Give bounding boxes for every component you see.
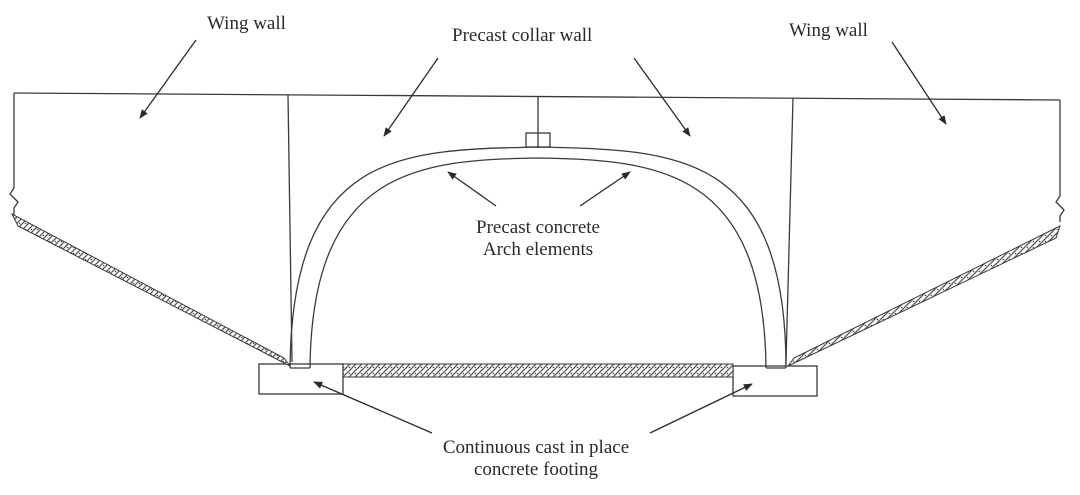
arch-elements-label-line-2: Arch elements	[482, 239, 594, 260]
wing-wall-right-label: Wing wall	[789, 20, 868, 41]
right-collar-joint	[785, 97, 794, 363]
footing-label: Continuous cast in place concrete footin…	[443, 437, 629, 481]
right-footing	[732, 365, 818, 397]
arch-left-arrow	[447, 171, 497, 207]
wing-wall-left-label: Wing wall	[207, 13, 286, 34]
left-collar-joint	[287, 94, 293, 363]
right-break-edge	[1055, 100, 1065, 222]
arch-elements-label-line-1: Precast concrete	[476, 217, 600, 238]
arch-elements-label: Precast concrete Arch elements	[476, 217, 600, 261]
footing-right-arrow	[649, 383, 753, 434]
arch-inner	[309, 157, 767, 369]
wing-wall-left-arrow	[139, 39, 197, 119]
precast-collar-wall-label: Precast collar wall	[452, 25, 593, 46]
arch-right-arrow	[579, 171, 631, 207]
footing-label-line-1: Continuous cast in place	[442, 437, 630, 458]
crown-block	[525, 132, 551, 148]
left-break-edge	[9, 93, 19, 216]
top-edge-line	[13, 92, 1061, 101]
channel-bed-hatch	[342, 363, 734, 378]
ground-hatching	[10, 212, 1061, 378]
collar-wall-right-arrow	[633, 57, 691, 137]
left-footing	[258, 363, 344, 395]
footing-left-arrow	[313, 381, 433, 434]
right-slope-hatch	[787, 225, 1061, 367]
footing-label-line-2: concrete footing	[474, 459, 598, 480]
wing-wall-right-arrow	[891, 41, 947, 125]
left-slope-hatch	[10, 212, 291, 367]
collar-wall-left-arrow	[383, 57, 439, 137]
